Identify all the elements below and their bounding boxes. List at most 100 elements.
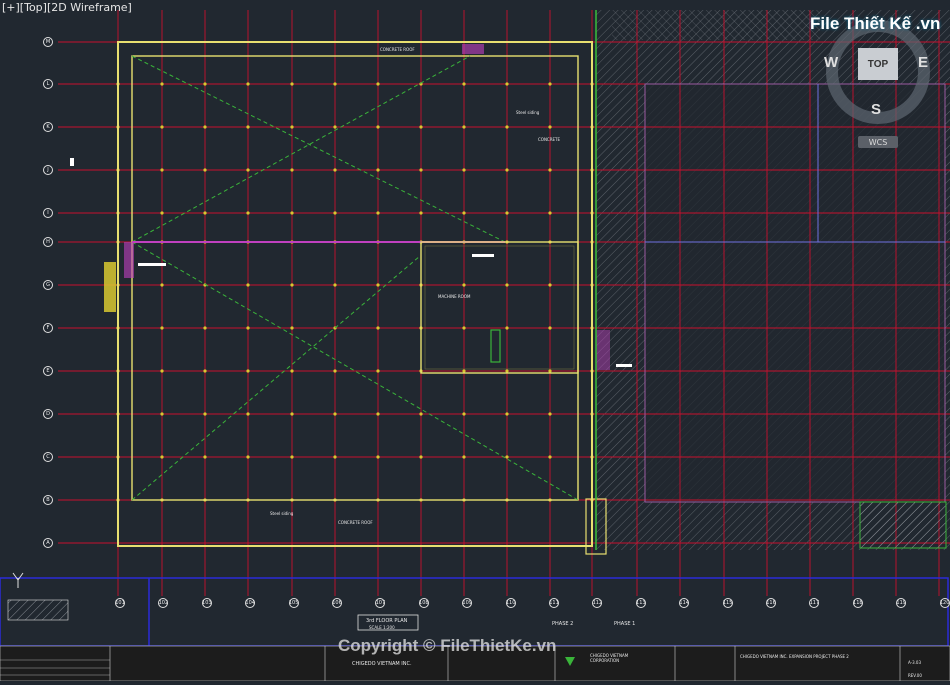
column-marker xyxy=(160,326,164,330)
grid-bubble-row: H xyxy=(43,237,53,247)
core-top xyxy=(462,44,484,54)
label-machine-room: MACHINE ROOM xyxy=(438,294,471,299)
column-marker xyxy=(462,455,466,459)
grid-bubble-column: 108 xyxy=(418,598,429,608)
column-marker xyxy=(376,125,380,129)
column-marker xyxy=(505,82,509,86)
column-marker xyxy=(505,125,509,129)
grid-bubble-row: M xyxy=(43,37,53,47)
column-marker xyxy=(333,211,337,215)
viewcube-top-face[interactable]: TOP xyxy=(858,48,898,80)
phase1-building-frame xyxy=(644,83,946,503)
viewport-label[interactable]: [+][Top][2D Wireframe] xyxy=(2,1,132,14)
building-inner-wall xyxy=(131,55,579,501)
label-steel-siding-bottom: Steel siding xyxy=(270,511,294,516)
column-marker xyxy=(203,211,207,215)
viewcube-west[interactable]: W xyxy=(824,54,839,71)
column-marker xyxy=(548,369,552,373)
grid-bubble-row: J xyxy=(43,165,53,175)
column-marker xyxy=(246,168,250,172)
column-marker xyxy=(160,455,164,459)
column-marker xyxy=(160,369,164,373)
grid-bubble-column: 114 xyxy=(679,598,690,608)
viewcube-south[interactable]: S xyxy=(871,101,882,118)
column-marker xyxy=(333,369,337,373)
column-marker xyxy=(246,326,250,330)
grid-bubble-column: 115 xyxy=(722,598,733,608)
column-marker xyxy=(203,455,207,459)
column-marker xyxy=(246,283,250,287)
column-marker xyxy=(505,455,509,459)
column-marker xyxy=(290,412,294,416)
roof-diagonal xyxy=(131,255,421,501)
hatched-inner-floor xyxy=(645,84,945,502)
column-marker xyxy=(333,168,337,172)
grid-bubble-row: F xyxy=(43,323,53,333)
column-marker xyxy=(246,125,250,129)
core-left xyxy=(124,242,134,278)
roof-diagonal xyxy=(131,55,471,243)
column-marker xyxy=(462,168,466,172)
column-marker xyxy=(376,326,380,330)
column-marker xyxy=(160,168,164,172)
grid-bubble-row: K xyxy=(43,122,53,132)
grid-bubble-column: 103 xyxy=(201,598,212,608)
viewcube-east[interactable]: E xyxy=(918,54,929,71)
column-marker xyxy=(548,283,552,287)
column-marker xyxy=(462,283,466,287)
label-concrete-roof-top: CONCRETE ROOF xyxy=(380,47,415,52)
column-marker xyxy=(160,283,164,287)
machine-room-outline xyxy=(420,241,579,374)
grid-bubble-column: 116 xyxy=(766,598,776,608)
core-right xyxy=(596,330,610,370)
revision: REV.00 xyxy=(908,673,922,678)
column-marker xyxy=(462,369,466,373)
grid-bubble-column: 120 xyxy=(939,598,950,608)
column-marker xyxy=(290,82,294,86)
dimension-tag xyxy=(616,364,632,367)
wcs-menu-button[interactable]: WCS xyxy=(858,136,898,148)
column-marker xyxy=(333,283,337,287)
column-marker xyxy=(505,168,509,172)
column-marker xyxy=(505,412,509,416)
drawing-scale: SCALE 1:200 xyxy=(369,625,395,630)
column-marker xyxy=(376,369,380,373)
column-marker xyxy=(548,211,552,215)
dimension-tag xyxy=(70,158,74,166)
column-marker xyxy=(462,125,466,129)
grid-bubble-column: 107 xyxy=(375,598,386,608)
column-marker xyxy=(290,211,294,215)
column-marker xyxy=(419,455,423,459)
column-marker xyxy=(505,211,509,215)
label-steel-siding-top: Steel siding xyxy=(516,110,540,115)
column-marker xyxy=(203,82,207,86)
column-marker xyxy=(290,326,294,330)
legend-hatch xyxy=(7,599,69,621)
viewcube-ring[interactable] xyxy=(826,20,930,124)
column-marker xyxy=(548,326,552,330)
grid-bubble-row: A xyxy=(43,538,53,548)
grid-bubble-row: G xyxy=(43,280,53,290)
grid-bubble-row: L xyxy=(43,79,53,89)
hatched-area-top-band xyxy=(612,10,820,40)
company-name-center: CHIGEDO VIETNAM CORPORATION xyxy=(590,653,629,663)
column-marker xyxy=(462,326,466,330)
column-marker xyxy=(419,168,423,172)
column-marker xyxy=(160,125,164,129)
column-marker xyxy=(505,283,509,287)
grid-bubble-column: 102 xyxy=(158,598,169,608)
company-logo-icon xyxy=(565,657,575,666)
column-marker xyxy=(246,455,250,459)
column-marker xyxy=(548,412,552,416)
project-name: CHIGEDO VIETNAM INC. EXPANSION PROJECT P… xyxy=(740,654,849,659)
label-phase-1: PHASE 1 xyxy=(614,621,636,627)
column-marker xyxy=(290,125,294,129)
column-marker xyxy=(376,211,380,215)
column-marker xyxy=(203,168,207,172)
column-marker xyxy=(462,82,466,86)
core-center xyxy=(490,329,501,363)
grid-bubble-row: C xyxy=(43,452,53,462)
stair-left xyxy=(104,262,116,312)
